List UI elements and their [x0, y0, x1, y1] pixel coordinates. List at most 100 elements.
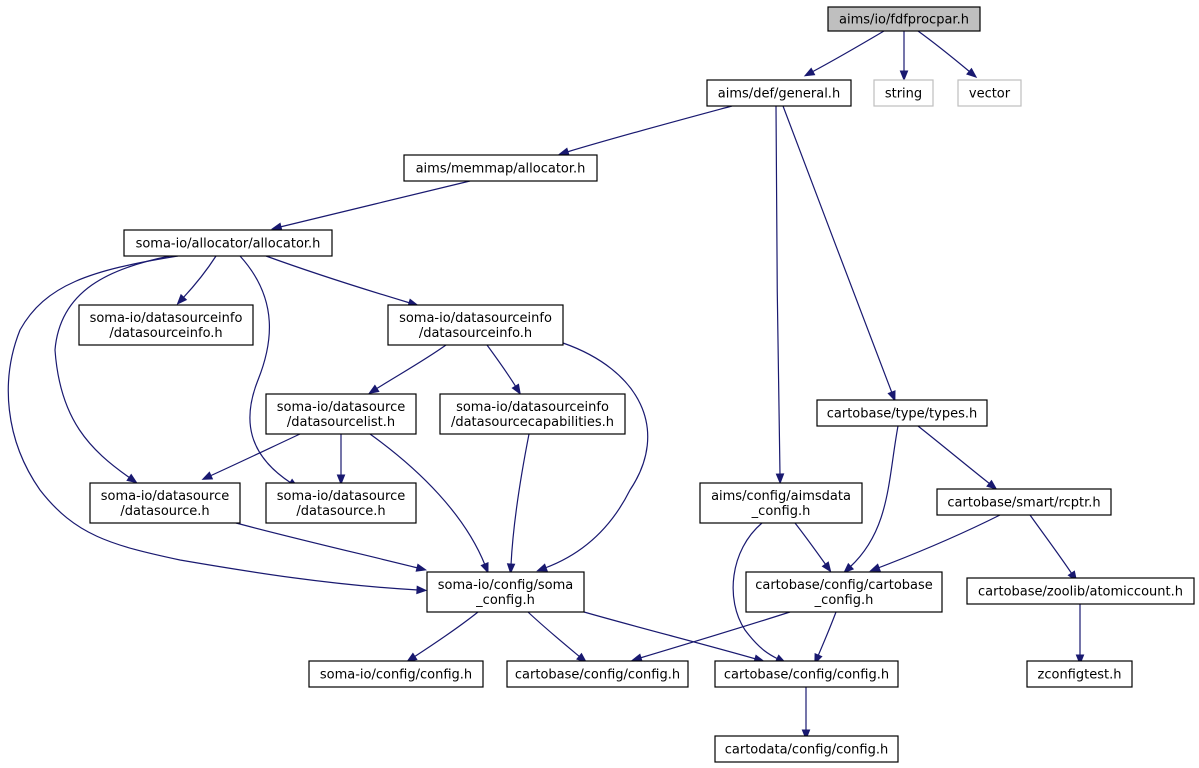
node-label: soma-io/config/config.h [320, 668, 472, 683]
node-label: cartobase/smart/rcptr.h [947, 496, 1100, 511]
node-carto_config_b[interactable]: cartobase/config/config.h [714, 660, 899, 688]
edge-line [510, 433, 530, 566]
edge-line [527, 611, 581, 658]
arrowhead-icon [506, 563, 516, 575]
node-zconfigtest[interactable]: zconfigtest.h [1026, 660, 1133, 688]
node-box [714, 735, 899, 763]
edge-line [917, 425, 991, 485]
edge-fdfprocpar-to-vector [917, 30, 978, 78]
node-box [706, 79, 852, 107]
nodes-layer: aims/io/fdfprocpar.h aims/def/general.h st… [78, 6, 1195, 763]
node-rcptr[interactable]: cartobase/smart/rcptr.h [936, 488, 1112, 516]
node-cartobase_config[interactable]: cartobase/config/cartobase_config.h [745, 571, 943, 613]
edge-dsinfo_mid-to-soma_config [536, 342, 649, 572]
node-dsinfo_left[interactable]: soma-io/datasourceinfo/datasourceinfo.h [78, 304, 254, 346]
arrowhead-icon [821, 561, 832, 573]
edge-dscap-to-soma_config [506, 433, 530, 575]
edge-line [239, 255, 292, 484]
node-box [966, 577, 1195, 605]
node-string: string [873, 79, 934, 107]
node-somaio_config[interactable]: soma-io/config/config.h [308, 660, 484, 688]
arrowhead-icon [176, 293, 188, 305]
edge-line [279, 180, 471, 228]
node-label: /datasourceinfo.h [109, 326, 222, 341]
node-label: _config.h [751, 504, 811, 519]
node-label: soma-io/datasource [101, 489, 229, 504]
edge-dsinfo_mid-to-dslist [368, 344, 447, 394]
node-label: aims/io/fdfprocpar.h [839, 13, 969, 28]
edge-somaio_allocator-to-soma_config [7, 255, 428, 595]
edge-dslist-to-ds_left [201, 433, 301, 480]
arrowhead-icon [1075, 654, 1085, 666]
arrowhead-icon [843, 562, 855, 574]
node-label: zconfigtest.h [1038, 668, 1122, 683]
edge-line [54, 255, 171, 479]
node-label: soma-io/config/soma [438, 578, 574, 593]
node-label: /datasourcelist.h [287, 415, 395, 430]
node-label: _config.h [475, 593, 535, 608]
edge-types-to-rcptr [917, 425, 998, 490]
edge-line [811, 30, 885, 73]
node-label: _config.h [814, 593, 874, 608]
node-somaio_allocator[interactable]: soma-io/allocator/allocator.h [123, 229, 333, 257]
edge-types-to-cartobase_config [843, 425, 899, 574]
arrowhead-icon [966, 67, 978, 78]
node-general[interactable]: aims/def/general.h [706, 79, 852, 107]
node-label: cartobase/config/config.h [515, 668, 680, 683]
node-label: /datasource.h [296, 504, 385, 519]
edge-dsinfo_mid-to-dscap [486, 344, 521, 395]
arrowhead-icon [887, 390, 896, 402]
node-ds_left[interactable]: soma-io/datasource/datasource.h [89, 482, 241, 524]
node-label: aims/memmap/allocator.h [416, 162, 586, 177]
edge-ds_left-to-soma_config [235, 522, 428, 572]
edge-memmap_allocator-to-somaio_allocator [270, 180, 471, 231]
edge-line [235, 522, 419, 569]
edge-atomiccount-to-zconfigtest [1075, 604, 1085, 666]
edge-line [732, 522, 779, 660]
arrowhead-icon [803, 67, 816, 77]
arrowhead-icon [201, 471, 214, 480]
node-ds_mid[interactable]: soma-io/datasource/datasource.h [265, 482, 417, 524]
node-label: soma-io/allocator/allocator.h [136, 237, 321, 252]
edge-line [209, 433, 301, 477]
node-label: cartobase/config/config.h [724, 668, 889, 683]
edge-line [775, 105, 781, 476]
arrowhead-icon [336, 474, 346, 486]
node-label: cartobase/zoolib/atomiccount.h [978, 585, 1183, 600]
edge-general-to-types [782, 105, 896, 402]
arrowhead-icon [511, 383, 521, 395]
edge-fdfprocpar-to-general [803, 30, 885, 77]
node-label: vector [969, 87, 1011, 102]
node-label: string [885, 87, 922, 102]
node-dsinfo_mid[interactable]: soma-io/datasourceinfo/datasourceinfo.h [387, 304, 564, 346]
edge-cartobase_config-to-carto_config_a [631, 611, 791, 662]
node-fdfprocpar[interactable]: aims/io/fdfprocpar.h [827, 6, 981, 32]
arrowhead-icon [558, 147, 570, 156]
node-dscap[interactable]: soma-io/datasourceinfo/datasourcecapabil… [439, 393, 626, 435]
edge-somaio_allocator-to-dsinfo_mid [265, 255, 419, 307]
node-types[interactable]: cartobase/type/types.h [816, 399, 988, 427]
node-box [403, 154, 598, 182]
edge-line [794, 522, 827, 566]
node-dslist[interactable]: soma-io/datasource/datasourcelist.h [265, 393, 417, 435]
edge-somaio_allocator-to-dsinfo_left [176, 255, 217, 305]
edge-fdfprocpar-to-string [899, 31, 909, 82]
node-label: /datasourceinfo.h [419, 326, 532, 341]
edge-somaio_allocator-to-ds_mid [239, 255, 299, 489]
node-box [265, 482, 417, 524]
arrowhead-icon [416, 585, 428, 595]
edge-line [7, 255, 419, 591]
edge-line [182, 255, 217, 299]
node-box [816, 399, 988, 427]
node-label: cartodata/config/config.h [725, 743, 888, 758]
node-cartodata_config[interactable]: cartodata/config/config.h [714, 735, 899, 763]
node-aimsdata_config[interactable]: aims/config/aimsdata_config.h [699, 482, 863, 524]
node-memmap_allocator[interactable]: aims/memmap/allocator.h [403, 154, 598, 182]
node-carto_config_a[interactable]: cartobase/config/config.h [506, 660, 689, 688]
edge-aimsdata_config-to-cartobase_config [794, 522, 832, 573]
edge-line [1029, 514, 1073, 575]
arrowhead-icon [406, 652, 418, 663]
edge-line [544, 342, 649, 569]
node-soma_config[interactable]: soma-io/config/soma_config.h [426, 571, 585, 613]
node-atomiccount[interactable]: cartobase/zoolib/atomiccount.h [966, 577, 1195, 605]
